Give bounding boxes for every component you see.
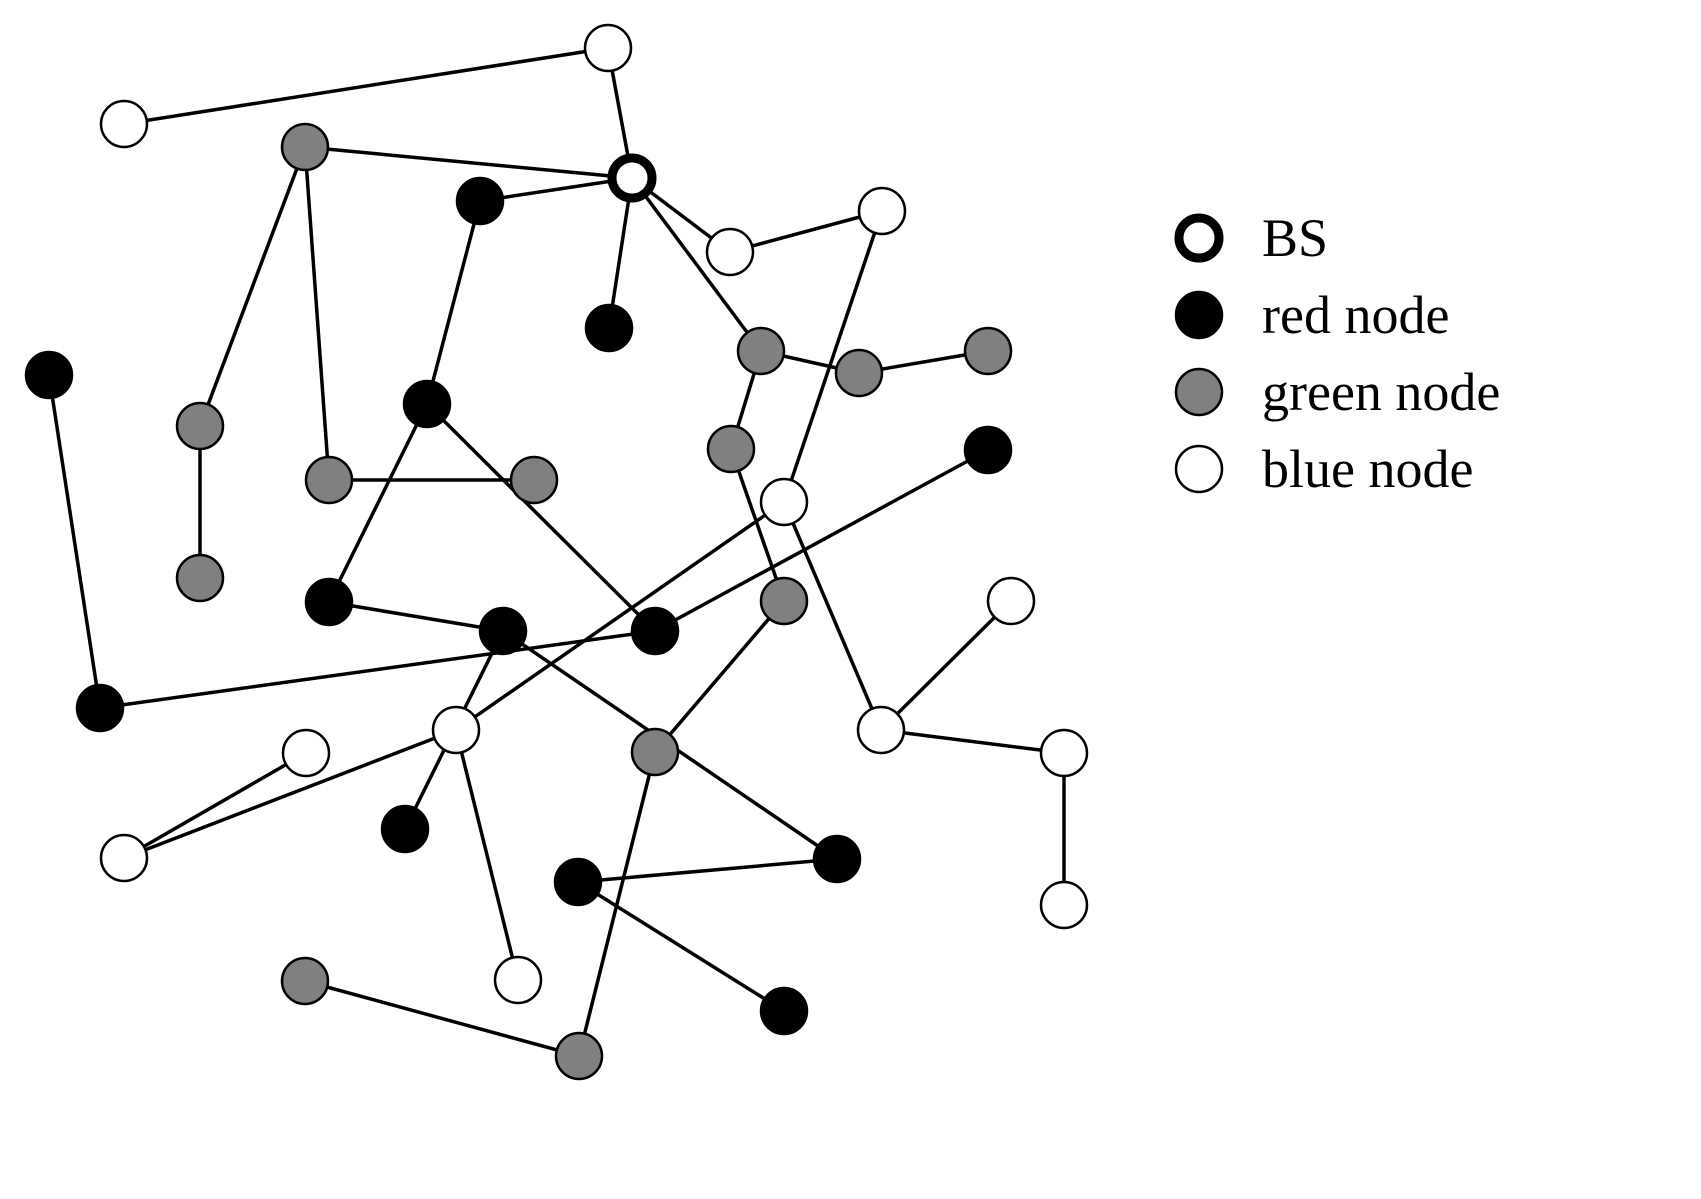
edge-b7-b13 [454, 729, 520, 981]
edge-r1-r4 [425, 200, 482, 405]
edge-bs-r2 [607, 177, 634, 329]
edge-r3-r7 [47, 374, 102, 709]
edge-r4-r6 [327, 403, 429, 603]
red-node-r10 [812, 834, 862, 884]
legend-label-green: green node [1262, 362, 1500, 422]
red-node-r3 [24, 350, 74, 400]
red-node-r11 [963, 425, 1013, 475]
edge-g11-g13 [577, 751, 657, 1057]
edge-b5-b9 [782, 501, 883, 731]
edge-g1-bs [304, 145, 633, 180]
edge-b6-b8 [123, 751, 307, 860]
green-node-g4 [304, 455, 354, 505]
blue-node-b1 [99, 99, 149, 149]
green-node-g11 [630, 727, 680, 777]
legend-symbol-blue [1174, 444, 1224, 494]
edge-r6-r8 [328, 600, 504, 633]
legend-label-blue: blue node [1262, 439, 1473, 499]
node-layer [24, 23, 1089, 1081]
red-node-r5 [630, 606, 680, 656]
legend-symbol-bs [1174, 213, 1224, 263]
green-node-g7 [834, 348, 884, 398]
edge-b1-b2 [123, 46, 609, 126]
edge-r4-r5 [425, 402, 657, 633]
green-node-g8 [963, 326, 1013, 376]
edge-b3-b4 [729, 209, 883, 254]
edge-bs-g6 [630, 176, 763, 353]
red-node-r9 [380, 804, 430, 854]
edge-g1-g4 [303, 146, 331, 481]
blue-node-b2 [583, 23, 633, 73]
blue-node-b12 [1039, 880, 1089, 930]
blue-node-b9 [856, 705, 906, 755]
blue-node-b4 [857, 186, 907, 236]
edge-g1-g2 [198, 146, 307, 427]
green-node-g10 [759, 576, 809, 626]
edge-b9-b11 [880, 728, 1065, 755]
edge-b9-b10 [879, 599, 1013, 732]
green-node-g2 [175, 401, 225, 451]
edge-r7-r5 [99, 629, 656, 710]
blue-node-b7 [431, 705, 481, 755]
edge-g12-g13 [304, 979, 580, 1058]
blue-node-b6 [99, 833, 149, 883]
green-node-g13 [554, 1031, 604, 1081]
legend-symbol-green [1174, 367, 1224, 417]
red-node-r13 [759, 986, 809, 1036]
legend: BS red node green node blue node [1174, 208, 1500, 499]
edge-r12-r13 [577, 880, 785, 1013]
base-station-node [607, 153, 657, 203]
edge-b7-b6 [123, 728, 457, 860]
legend-label-red: red node [1262, 285, 1449, 345]
blue-node-b10 [986, 576, 1036, 626]
red-node-r4 [402, 379, 452, 429]
blue-node-b13 [493, 955, 543, 1005]
red-node-r6 [304, 577, 354, 627]
green-node-g5 [509, 455, 559, 505]
green-node-g9 [706, 424, 756, 474]
green-node-g1 [280, 122, 330, 172]
edge-g10-g11 [653, 599, 786, 754]
edge-g9-g10 [729, 448, 786, 602]
red-node-r7 [75, 683, 125, 733]
red-node-r8 [478, 606, 528, 656]
edge-layer [47, 46, 1066, 1058]
red-node-r1 [455, 176, 505, 226]
blue-node-b5 [759, 477, 809, 527]
edge-b5-b7 [455, 500, 785, 732]
legend-label-bs: BS [1262, 208, 1328, 268]
red-node-r12 [553, 857, 603, 907]
edge-r1-bs [479, 176, 633, 203]
green-node-g12 [280, 956, 330, 1006]
blue-node-b11 [1039, 728, 1089, 778]
green-node-g6 [736, 326, 786, 376]
legend-symbol-red [1174, 290, 1224, 340]
edge-b4-b5 [782, 210, 884, 503]
edge-r5-r11 [654, 448, 989, 633]
blue-node-b8 [281, 728, 331, 778]
edge-r10-r12 [577, 857, 838, 884]
green-node-g3 [175, 553, 225, 603]
red-node-r2 [584, 303, 634, 353]
blue-node-b3 [705, 227, 755, 277]
